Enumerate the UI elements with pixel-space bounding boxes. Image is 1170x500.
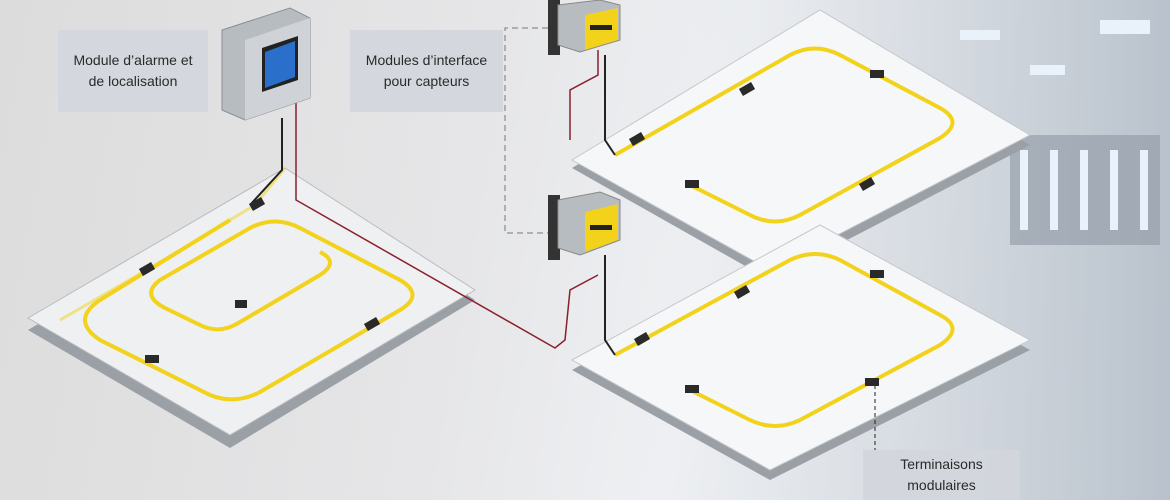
label-line: pour capteurs [383,73,470,89]
interface-module-top [548,0,621,55]
alarm-module-cabinet [221,7,311,121]
floor-plate-top-right [571,9,1032,280]
label-line: Modules d’interface [365,52,488,68]
screen-icon [265,41,295,88]
label-line: Module d’alarme et [73,52,193,68]
terminations-label: Terminaisons modulaires [863,450,1020,500]
wiring [249,27,616,356]
interface-modules-label: Modules d’interface pour capteurs [350,30,503,112]
label-line: Terminaisons [900,456,983,472]
alarm-module-label: Module d’alarme et de localisation [58,30,208,112]
label-line: modulaires [907,477,976,493]
floor-plate-bottom-right [570,224,1032,480]
modular-terminations [138,70,884,393]
interface-module-bottom [548,191,621,260]
floor-plate-left [27,167,476,448]
label-line: de localisation [88,73,178,89]
